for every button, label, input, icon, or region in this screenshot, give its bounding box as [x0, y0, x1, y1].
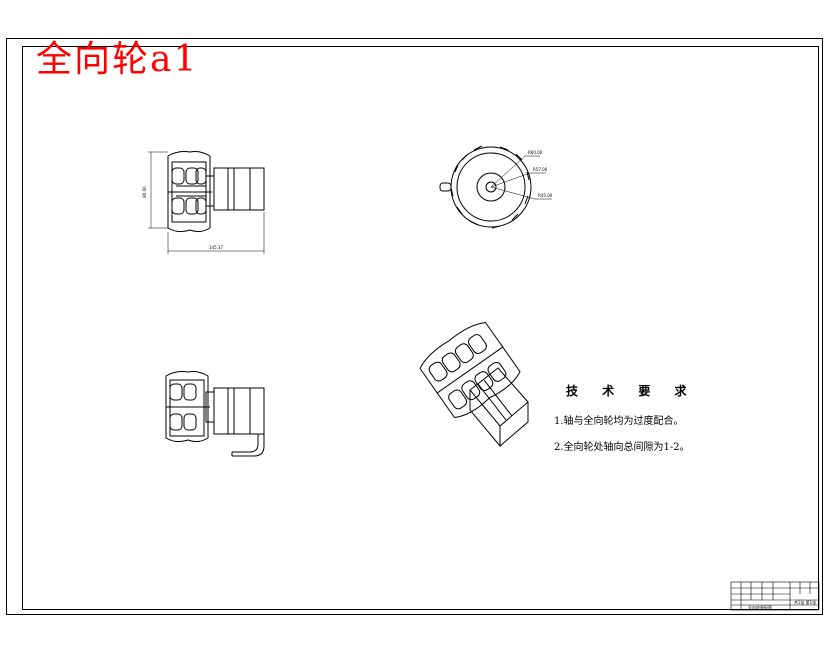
drawing-inner-border	[22, 46, 819, 610]
dimension-height: 80.00	[142, 186, 147, 198]
title-block	[730, 581, 820, 611]
technical-requirement-item: 2.全向轮处轴向总间隙为1-2。	[554, 442, 690, 453]
drawing-outer-border	[6, 38, 823, 615]
isometric-view	[419, 321, 529, 448]
drawing-title: 全向轮a1	[36, 39, 199, 80]
title-block-name: 全向轮装配图	[748, 604, 772, 610]
side-view-circular	[439, 145, 552, 229]
technical-requirements-heading: 技 术 要 求	[566, 384, 697, 398]
title-block-sheet: 共1张 第1张	[794, 599, 816, 605]
callout-radius-2: R57.00	[533, 167, 548, 172]
bottom-view	[165, 371, 265, 457]
dimension-width: 145.37	[209, 245, 223, 250]
callout-radius-3: R45.00	[538, 193, 553, 198]
front-view	[148, 151, 265, 254]
technical-requirement-item: 1.轴与全向轮均为过度配合。	[554, 416, 684, 427]
callout-radius-1: R60.00	[528, 150, 543, 155]
